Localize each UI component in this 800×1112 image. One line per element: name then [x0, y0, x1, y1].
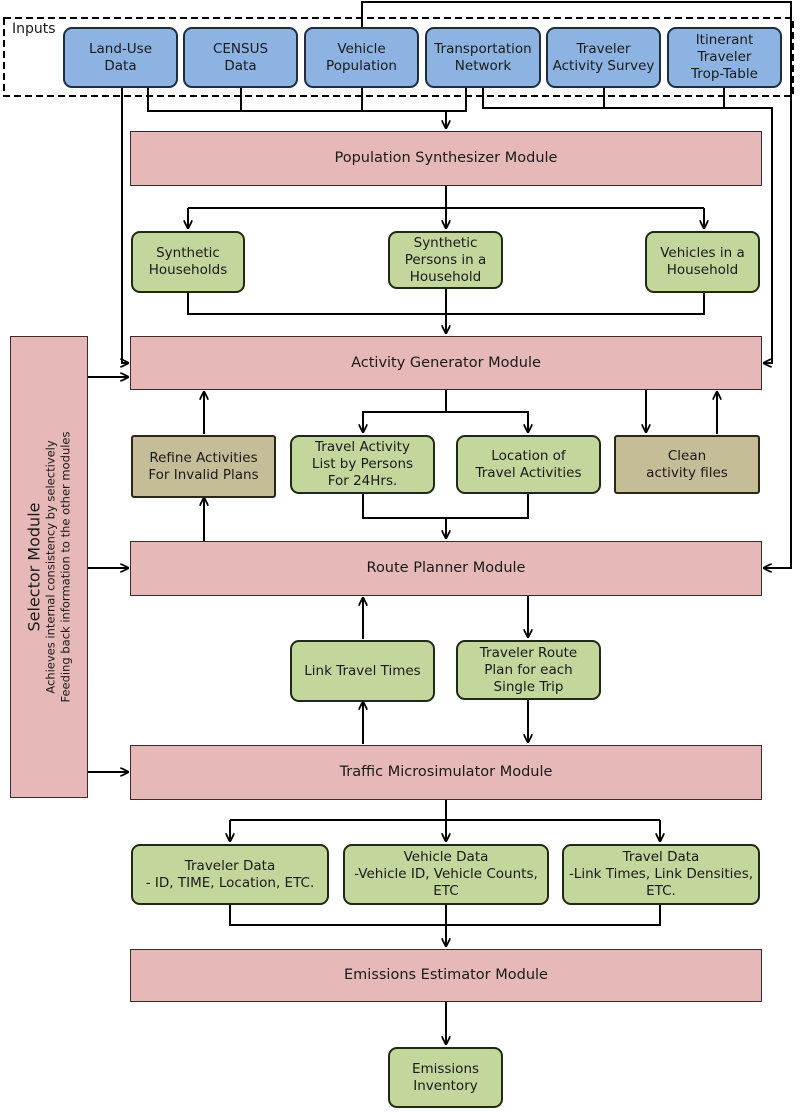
refine-activities: Refine Activities For Invalid Plans	[131, 435, 276, 498]
emissions-estimator-module: Emissions Estimator Module	[130, 949, 762, 1002]
link-travel-times: Link Travel Times	[290, 640, 435, 702]
synthetic-persons: Synthetic Persons in a Household	[388, 231, 503, 289]
input-vehicle-population: Vehicle Population	[304, 27, 419, 88]
population-synthesizer-module: Population Synthesizer Module	[130, 131, 762, 186]
synthetic-households: Synthetic Households	[131, 231, 245, 293]
location-of-travel-activities: Location of Travel Activities	[456, 435, 601, 494]
input-traveler-activity-survey: Traveler Activity Survey	[546, 27, 661, 88]
selector-title: Selector Module	[24, 502, 44, 632]
emissions-inventory: Emissions Inventory	[388, 1047, 503, 1108]
traveler-data: Traveler Data - ID, TIME, Location, ETC.	[131, 844, 329, 905]
vehicles-in-household: Vehicles in a Household	[645, 231, 760, 293]
inputs-label: Inputs	[12, 21, 56, 37]
clean-activity-files: Clean activity files	[614, 435, 760, 494]
traveler-route-plan: Traveler Route Plan for each Single Trip	[456, 640, 601, 700]
input-census-data: CENSUS Data	[183, 27, 298, 88]
input-land-use-data: Land-Use Data	[63, 27, 178, 88]
input-transportation-network: Transportation Network	[425, 27, 541, 88]
inputs-group-border	[3, 17, 794, 97]
traffic-microsimulator-module: Traffic Microsimulator Module	[130, 745, 762, 800]
route-planner-module: Route Planner Module	[130, 541, 762, 596]
selector-module: Selector Module Achieves internal consis…	[10, 336, 88, 798]
activity-generator-module: Activity Generator Module	[130, 336, 762, 390]
input-itinerant-traveler-trop-table: Itinerant Traveler Trop-Table	[667, 27, 782, 88]
selector-description: Achieves internal consistency by selecti…	[43, 431, 73, 703]
travel-activity-list: Travel Activity List by Persons For 24Hr…	[290, 435, 435, 494]
travel-data: Travel Data -Link Times, Link Densities,…	[562, 844, 760, 905]
vehicle-data: Vehicle Data -Vehicle ID, Vehicle Counts…	[343, 844, 549, 905]
